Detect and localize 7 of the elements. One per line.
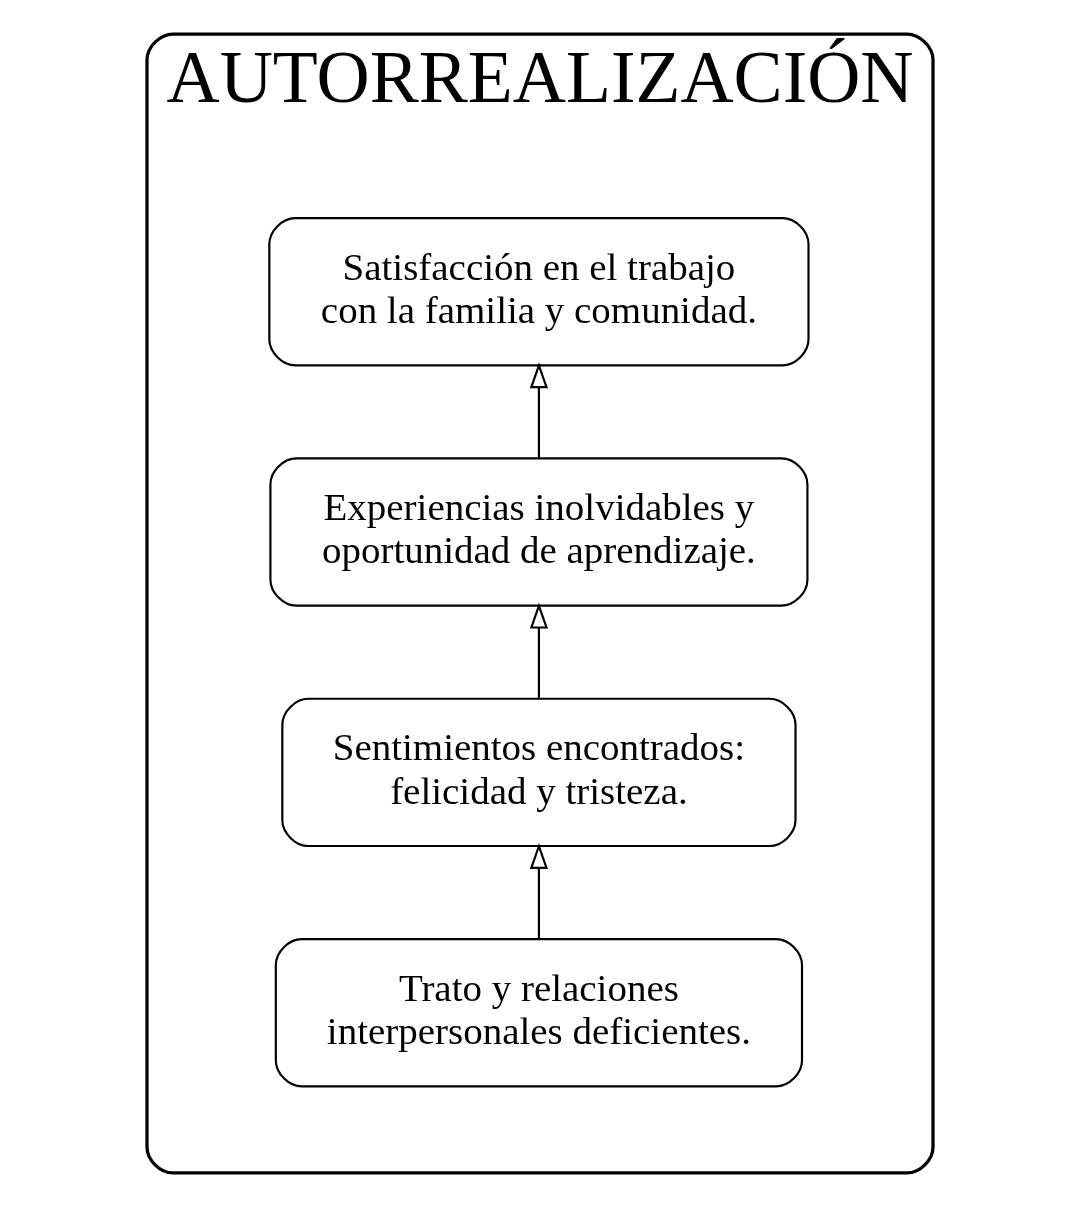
node-box: Trato y relaciones interpersonales deficientes. [274,938,803,1088]
arrow [529,842,548,939]
node-box: Sentimientos encontrados: felicidad y tristeza. [280,697,797,848]
node-box: Experiencias inolvidables y oportunidad de aprendizaje. [268,457,808,607]
arrow [529,362,548,458]
arrow [529,602,548,699]
node-box: Satisfacción en el trabajo con la familia y comunidad. [267,216,810,367]
